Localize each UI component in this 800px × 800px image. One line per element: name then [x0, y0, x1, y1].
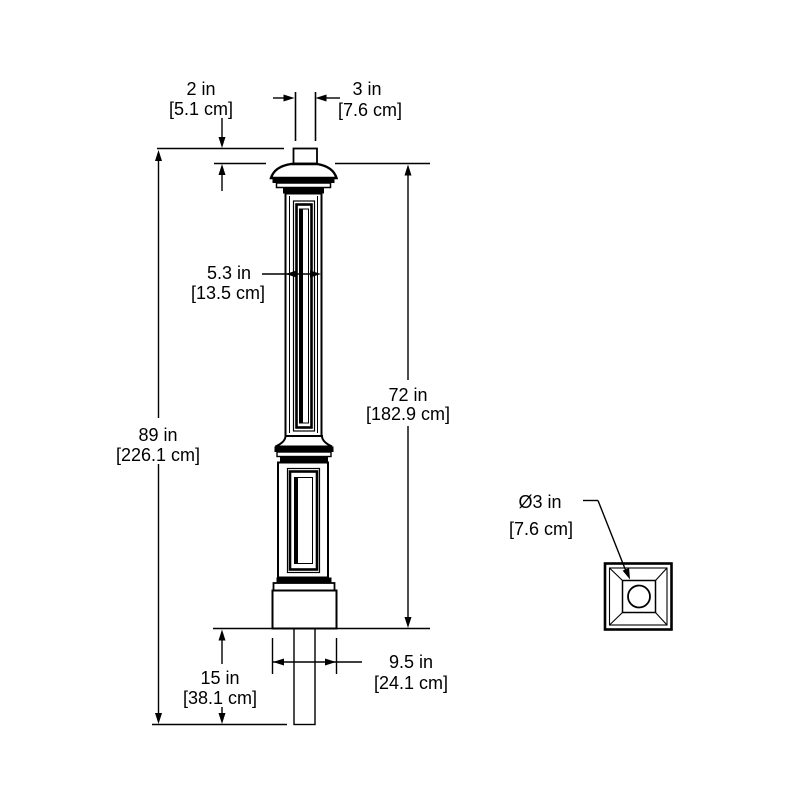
- post-transition-collar: [274, 435, 334, 463]
- post-ground-collar: [271, 589, 338, 630]
- dim-base-width-inches: 9.5 in: [389, 652, 433, 672]
- dim-buried-cm: [38.1 cm]: [183, 688, 257, 708]
- dimension-lines: [152, 94, 630, 726]
- post-top-view: [603, 562, 673, 631]
- dim-stickout-inches: 2 in: [186, 79, 215, 99]
- tube-hole-circle: [627, 584, 651, 609]
- dim-stickout-cm: [5.1 cm]: [169, 99, 233, 119]
- dim-buried-inches: 15 in: [200, 668, 239, 688]
- dim-tube-cm: [7.6 cm]: [338, 100, 402, 120]
- post-upper-column: [284, 192, 323, 437]
- dim-above-ground-cm: [182.9 cm]: [366, 404, 450, 424]
- dim-overall-height-line: [155, 150, 162, 724]
- dim-diameter-inches: Ø3 in: [518, 492, 561, 512]
- dim-above-ground-line: [404, 164, 412, 628]
- post-front-view: [269, 92, 339, 726]
- post-buried-tube: [293, 627, 316, 726]
- dim-base-width-line: [271, 638, 362, 674]
- dim-tube-arrows: [273, 94, 340, 102]
- dim-tube-inches: 3 in: [352, 79, 381, 99]
- dim-base-width-cm: [24.1 cm]: [374, 673, 448, 693]
- dim-post-width-cm: [13.5 cm]: [191, 283, 265, 303]
- dim-post-width-arrows: [262, 270, 321, 278]
- dim-diameter-cm: [7.6 cm]: [509, 519, 573, 539]
- dim-overall-inches: 89 in: [138, 425, 177, 445]
- post-base-section: [272, 461, 336, 592]
- dim-above-ground-inches: 72 in: [388, 385, 427, 405]
- post-mounting-tube: [292, 92, 318, 165]
- dim-stickout-arrows: [218, 118, 226, 191]
- dimension-labels: 2 in [5.1 cm] 3 in [7.6 cm] 5.3 in [13.5…: [116, 79, 573, 708]
- dim-buried-depth-line: [218, 629, 226, 724]
- dim-overall-cm: [226.1 cm]: [116, 445, 200, 465]
- dim-post-width-inches: 5.3 in: [207, 263, 251, 283]
- post-cap: [269, 162, 339, 194]
